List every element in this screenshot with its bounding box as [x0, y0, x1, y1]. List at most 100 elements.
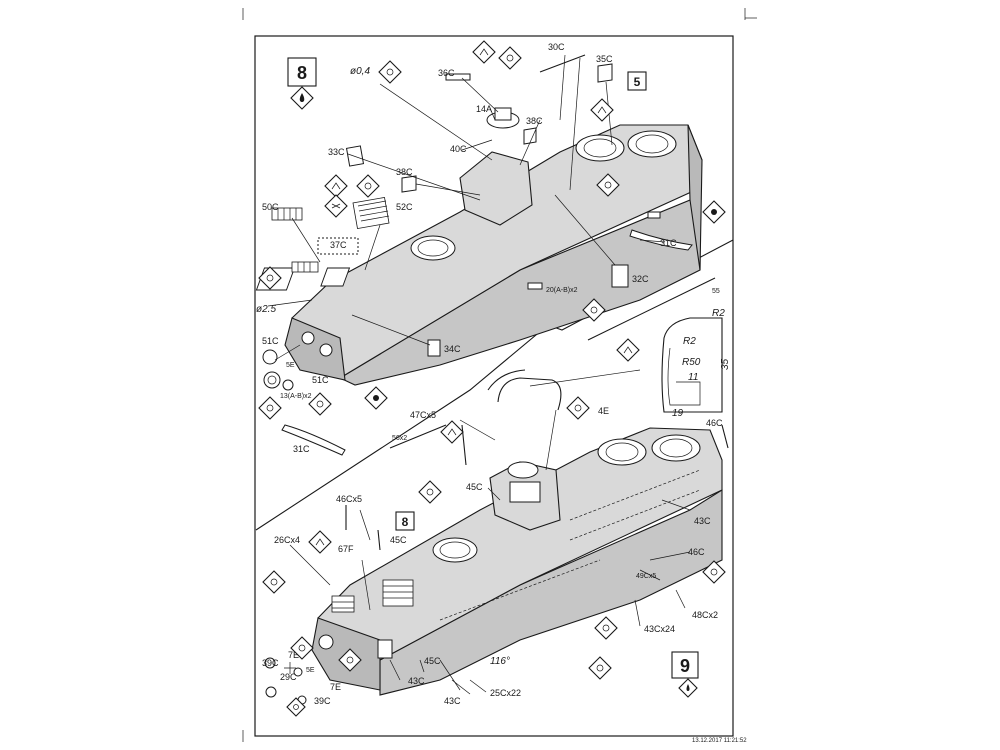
label-34c: 34C — [444, 344, 461, 354]
label-49c: 49Cx5 — [636, 573, 656, 580]
label-29c: 29C — [280, 672, 297, 682]
label-51c-b: 51C — [312, 375, 329, 385]
track-guards — [439, 469, 701, 621]
next-step-box — [671, 651, 699, 679]
grating-50c — [271, 207, 319, 273]
part-labels-upper: 30C 35C 36C 14A 38C 33C 40C 38C 50C 52C … — [256, 42, 731, 454]
glue-icon-next — [678, 678, 698, 698]
label-38c-b: 38C — [396, 167, 413, 177]
vent-opening-2 — [320, 267, 351, 287]
diamond-icon — [594, 616, 618, 640]
label-47c: 47Cx5 — [410, 410, 436, 420]
label-43c-a: 43C — [694, 516, 711, 526]
diamond-icon — [590, 98, 614, 122]
label-52c: 52C — [396, 202, 413, 212]
diamond-icon — [324, 194, 348, 218]
label-45c-a: 45C — [466, 482, 483, 492]
label-46c-b: 46Cx5 — [336, 494, 362, 504]
dim-35: 35 — [720, 358, 731, 370]
diamond-icon — [258, 396, 282, 420]
part-34c — [427, 339, 441, 357]
label-31c-b: 31C — [293, 444, 310, 454]
rail-56 — [389, 424, 447, 449]
hatch-lower-2 — [597, 438, 647, 466]
label-36c: 36C — [438, 68, 455, 78]
crop-marks — [242, 8, 757, 742]
label-51c-a: 51C — [262, 336, 279, 346]
part-38c-a — [523, 127, 537, 145]
part-35c — [597, 63, 613, 83]
sprocket-parts — [262, 349, 294, 391]
ref-step-box — [627, 71, 647, 91]
diamond-icon — [290, 636, 314, 660]
ref-step-number-lower: 8 — [402, 515, 409, 529]
print-stamp: 13.12.2017 11:21:52 — [692, 738, 747, 744]
hull-side-lower — [379, 489, 723, 696]
glue-icon — [290, 86, 314, 110]
diamond-icon — [356, 174, 380, 198]
diamond-icon — [338, 648, 362, 672]
label-25c: 25Cx22 — [490, 688, 521, 698]
diamond-icon — [364, 386, 388, 410]
part-30c — [539, 54, 586, 73]
dim-r2b: R2 — [683, 336, 696, 347]
hatch-3 — [627, 130, 677, 158]
box-lower-front — [377, 639, 393, 659]
dim-angle: 116° — [490, 656, 510, 667]
diamond-icon — [566, 396, 590, 420]
diamond-icon — [324, 174, 348, 198]
label-45c-c: 45C — [424, 656, 441, 666]
dim-25: ø2.5 — [256, 304, 276, 315]
label-7e-a: 7E — [288, 650, 299, 660]
dim-04: ø0,4 — [350, 66, 370, 77]
step-number-box — [287, 57, 317, 87]
label-39c-b: 39C — [314, 696, 331, 706]
instruction-icons-upper — [258, 40, 726, 420]
label-43c-b: 43Cx24 — [644, 624, 675, 634]
label-48c: 48Cx2 — [692, 610, 718, 620]
dim-11: 11 — [688, 372, 698, 383]
lower-step: 47Cx5 56x2 4E 46C 45C 46Cx5 43C 26Cx4 45… — [262, 369, 729, 717]
diamond-icon — [498, 46, 522, 70]
part-labels-lower: 47Cx5 56x2 4E 46C 45C 46Cx5 43C 26Cx4 45… — [262, 406, 723, 706]
label-38c-a: 38C — [526, 116, 543, 126]
diamond-icon — [258, 266, 282, 290]
antenna-mount-template — [661, 317, 723, 413]
diamond-icon — [262, 570, 286, 594]
label-43c-c: 43C — [408, 676, 425, 686]
hull-side-upper — [338, 186, 701, 386]
label-26c: 26Cx4 — [274, 535, 300, 545]
diamond-icon — [418, 480, 442, 504]
diamond-icon — [616, 338, 640, 362]
cupola-lower — [507, 461, 539, 479]
label-31c-a: 31C — [660, 238, 677, 248]
label-46c-c: 46C — [688, 547, 705, 557]
diamond-icon — [440, 420, 464, 444]
diamond-icon — [702, 560, 726, 584]
leader-lines-lower — [289, 409, 691, 695]
label-33c: 33C — [328, 147, 345, 157]
fender-31c-left — [281, 424, 346, 456]
label-14a: 14A — [476, 104, 492, 114]
part-32c — [611, 264, 629, 288]
grille-lower — [331, 579, 414, 613]
label-67f: 67F — [338, 544, 354, 554]
headlight-lower — [318, 634, 334, 650]
leader-lines-upper — [267, 54, 666, 387]
diamond-icon — [588, 656, 612, 680]
handrail-47c — [497, 377, 562, 411]
diamond-icon — [286, 697, 306, 717]
dim-r50: R50 — [682, 357, 701, 368]
label-46c-a: 46C — [706, 418, 723, 428]
page-frame — [254, 35, 734, 737]
label-20ab: 20(A-B)x2 — [546, 287, 578, 294]
diamond-icon — [308, 392, 332, 416]
instruction-icons-lower — [262, 396, 726, 717]
turret-base — [459, 151, 533, 226]
label-43c-d: 43C — [444, 696, 461, 706]
diamond-icon — [596, 173, 620, 197]
hatch-lower-3 — [651, 434, 701, 462]
label-37c: 37C — [330, 240, 347, 250]
part-20ab — [527, 282, 543, 290]
